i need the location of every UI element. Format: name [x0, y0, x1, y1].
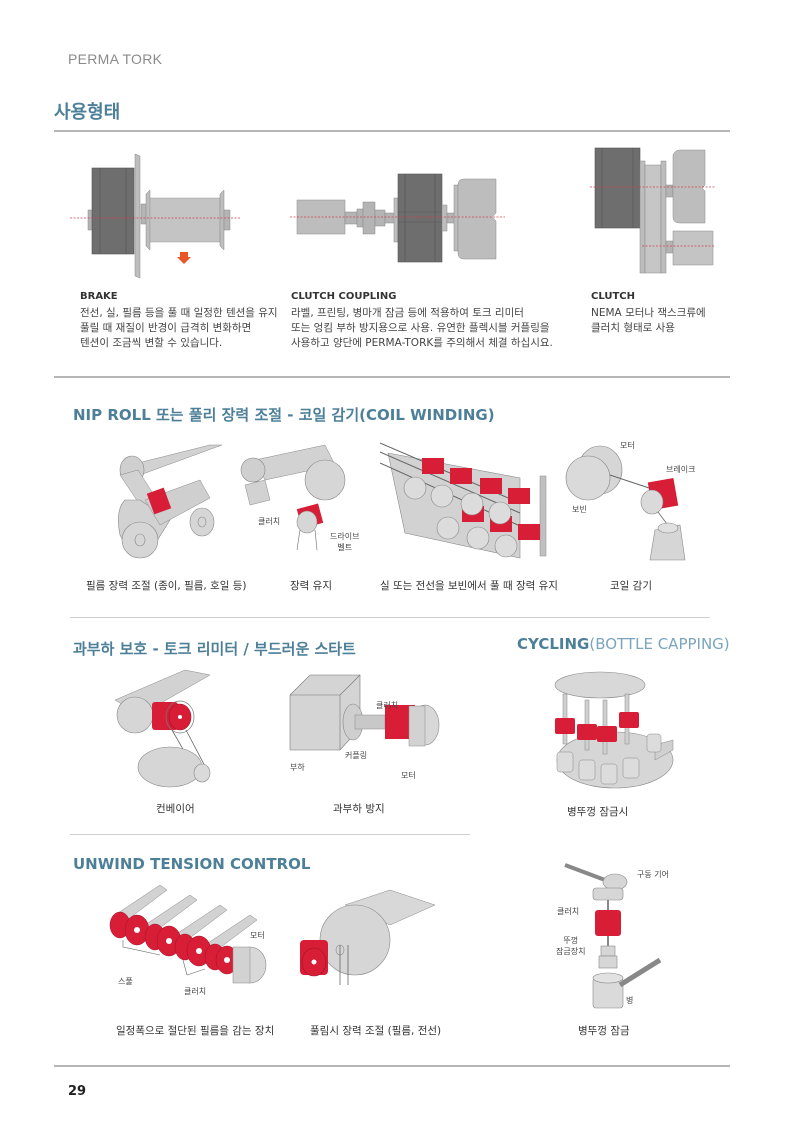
caption-bottle-capping-carousel: 병뚜껑 잠금시	[567, 806, 629, 818]
cycling-title-light: (BOTTLE CAPPING)	[589, 635, 730, 653]
nip-roll-section-title: NIP ROLL 또는 풀리 장력 조절 - 코일 감기(COIL WINDIN…	[73, 406, 495, 424]
clutch-coupling-diagram	[290, 173, 505, 263]
conveyor-illustration	[114, 669, 211, 788]
brake-diagram	[70, 153, 240, 279]
page-number: 29	[68, 1084, 87, 1099]
page-title: 사용형태	[54, 102, 121, 123]
label-clutch: 클러치	[376, 701, 399, 710]
caption-tension-maintain: 장력 유지	[290, 580, 332, 592]
bottle-capping-mechanism-illustration	[564, 863, 662, 1009]
tension-maintain-illustration	[240, 444, 346, 551]
label-clutch: 클러치	[258, 517, 281, 526]
usage-type-title: CLUTCH COUPLING	[291, 291, 397, 302]
unwind-section-title: UNWIND TENSION CONTROL	[73, 855, 311, 873]
usage-type-brake: BRAKE 전선, 실, 필름 등을 풀 때 일정한 텐션을 유지 풀릴 때 재…	[80, 291, 290, 351]
label-motor: 모터	[250, 931, 265, 940]
usage-type-description: NEMA 모터나 잭스크류에 클러치 형태로 사용	[591, 307, 706, 334]
slitter-rewinder-illustration	[109, 884, 267, 984]
usage-type-clutch-coupling: CLUTCH COUPLING 라벨, 프린팅, 병마개 잠금 등에 적용하여 …	[291, 291, 581, 351]
caption-unwind-tension: 풀림시 장력 조절 (필름, 전선)	[310, 1025, 442, 1037]
title-divider	[54, 130, 730, 132]
label-coupling: 커플링	[345, 751, 368, 760]
bottle-capping-carousel-illustration	[554, 671, 674, 789]
coil-winding-illustration	[565, 445, 686, 561]
section-divider	[54, 376, 730, 378]
label-bottle: 병	[626, 996, 634, 1005]
caption-bobbin-unwind: 실 또는 전선을 보빈에서 풀 때 장력 유지	[380, 580, 558, 592]
usage-type-description: 라벨, 프린팅, 병마개 잠금 등에 적용하여 토크 리미터 또는 엉킴 부하 …	[291, 307, 553, 349]
label-drive-belt: 드라이브 벨트	[330, 532, 360, 552]
label-load: 부하	[290, 763, 305, 772]
overload-section-title: 과부하 보호 - 토크 리미터 / 부드러운 스타트	[73, 640, 356, 658]
label-motor: 모터	[620, 441, 635, 450]
usage-type-clutch: CLUTCH NEMA 모터나 잭스크류에 클러치 형태로 사용	[591, 291, 741, 336]
bobbin-rack-illustration	[379, 442, 547, 559]
label-bobbin: 보빈	[572, 505, 587, 514]
caption-bottle-capping-mechanism: 병뚜껑 잠금	[578, 1025, 630, 1037]
label-clutch: 클러치	[557, 907, 580, 916]
label-motor: 모터	[401, 771, 416, 780]
caption-overload-prevention: 과부하 방지	[333, 803, 385, 815]
label-spool: 스풀	[118, 977, 133, 986]
film-tension-illustration	[118, 444, 223, 559]
label-cap-locker: 뚜껑 잠금장치	[556, 936, 586, 956]
caption-film-tension: 필름 장력 조절 (종이, 필름, 호일 등)	[86, 580, 247, 592]
cycling-title-bold: CYCLING	[517, 635, 590, 653]
caption-coil-winding: 코일 감기	[610, 580, 652, 592]
usage-type-title: BRAKE	[80, 291, 118, 302]
clutch-diagram	[590, 147, 715, 274]
unwind-tension-illustration	[300, 889, 436, 985]
cycling-section-title: CYCLING(BOTTLE CAPPING)	[517, 635, 730, 653]
caption-conveyor: 컨베이어	[156, 803, 195, 815]
footer-divider	[54, 1065, 730, 1067]
brand-name: PERMA TORK	[68, 51, 163, 67]
usage-type-title: CLUTCH	[591, 291, 636, 302]
overload-prevention-illustration	[289, 674, 440, 751]
section-divider	[70, 834, 470, 835]
usage-type-description: 전선, 실, 필름 등을 풀 때 일정한 텐션을 유지 풀릴 때 재질이 반경이…	[80, 307, 278, 349]
label-clutch: 클러치	[184, 987, 207, 996]
label-brake: 브레이크	[666, 465, 696, 474]
section-divider	[70, 617, 710, 618]
label-drive-gear: 구동 기어	[637, 870, 669, 879]
caption-slitter-rewinder: 일정폭으로 절단된 필름을 감는 장치	[116, 1025, 275, 1037]
